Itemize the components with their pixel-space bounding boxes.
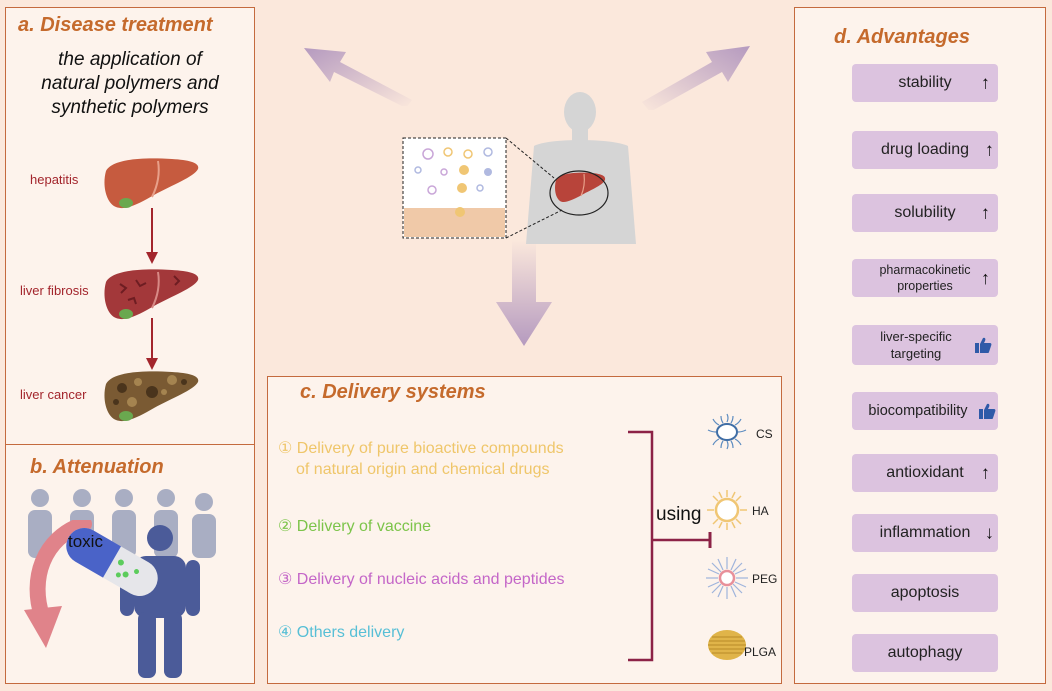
curved-arrow-icon (24, 520, 92, 648)
arrow-up-left-icon (304, 48, 412, 106)
increase-arrow: ↑ (981, 462, 990, 483)
advantage-antioxidant: antioxidant ↑ (852, 454, 998, 492)
capsule-icon (66, 528, 158, 596)
advantage-inflammation: inflammation ↓ (852, 514, 998, 552)
stage-label-hepatitis: hepatitis (30, 172, 79, 187)
panel-a-subtitle: the application of natural polymers and … (10, 48, 250, 120)
increase-arrow: ↑ (981, 202, 990, 223)
thumbs-up-icon (979, 403, 996, 419)
increase-arrow: ↑ (985, 139, 994, 160)
decrease-arrow: ↓ (985, 522, 994, 543)
advantage-label: liver-specific targeting (880, 328, 952, 362)
delivery-number-4: ④ (278, 624, 293, 641)
advantage-solubility: solubility ↑ (852, 194, 998, 232)
cs-micelle-icon (707, 413, 747, 450)
panel-a-title: a. Disease treatment (18, 14, 213, 36)
panel-c-title: c. Delivery systems (300, 381, 486, 403)
peg-micelle-icon (706, 557, 748, 599)
increase-arrow: ↑ (981, 268, 990, 288)
advantage-drug-loading: drug loading ↑ (852, 131, 998, 169)
delivery-number-1: ① (278, 440, 293, 457)
advantage-stability: stability ↑ (852, 64, 998, 102)
advantage-autophagy: autophagy (852, 634, 998, 672)
carrier-label-peg: PEG (752, 572, 778, 586)
capsule-label: toxic (68, 532, 103, 551)
advantage-label: stability (898, 74, 952, 91)
advantage-liver-targeting: liver-specific targeting (852, 325, 998, 365)
liver-icon (555, 172, 606, 203)
increase-arrow: ↑ (981, 72, 990, 93)
advantage-label: apoptosis (890, 584, 960, 601)
subtitle-line: the application of (58, 49, 202, 70)
subtitle-line: synthetic polymers (51, 97, 209, 118)
delivery-text-1b: of natural origin and chemical drugs (296, 461, 550, 478)
advantage-apoptosis: apoptosis (852, 574, 998, 612)
advantage-label: autophagy (887, 644, 963, 661)
advantage-label: solubility (894, 204, 956, 221)
plga-nanoparticle-icon (708, 630, 746, 660)
delivery-item-2: ② Delivery of vaccine (278, 516, 431, 537)
panel-b-title: b. Attenuation (30, 456, 164, 478)
healthy-liver-icon (104, 158, 199, 209)
panel-d-title: d. Advantages (834, 26, 970, 48)
advantage-label: biocompatibility (868, 403, 968, 419)
advantage-label-line: targeting (890, 346, 942, 361)
delivery-text-4: Others delivery (296, 624, 405, 641)
zoom-inset-icon (402, 137, 609, 239)
advantage-pharmacokinetic: pharmacokinetic properties ↑ (852, 259, 998, 297)
advantage-label-line: liver-specific (880, 329, 952, 344)
fibrotic-liver-icon (104, 269, 199, 320)
stage-label-liver-cancer: liver cancer (20, 387, 87, 402)
advantage-label: pharmacokinetic properties (879, 262, 970, 294)
advantage-label: antioxidant (886, 464, 964, 481)
carrier-label-cs: CS (756, 427, 773, 441)
advantage-label: inflammation (879, 524, 971, 541)
panel-c-frame (267, 376, 782, 684)
down-arrow-1 (146, 208, 158, 264)
subtitle-line: natural polymers and (41, 73, 219, 94)
panel-a-frame (5, 7, 255, 445)
carrier-label-plga: PLGA (744, 645, 777, 659)
delivery-number-2: ② (278, 518, 293, 535)
carrier-label-ha: HA (752, 504, 769, 518)
down-arrow-2 (146, 318, 158, 370)
delivery-text-3: Delivery of nucleic acids and peptides (296, 571, 565, 588)
advantage-label: drug loading (880, 141, 970, 158)
arrow-down-icon (496, 240, 552, 346)
delivery-item-3: ③ Delivery of nucleic acids and peptides (278, 569, 565, 590)
ha-micelle-icon (707, 490, 747, 530)
delivery-item-1: ① Delivery of pure bioactive compounds o… (278, 438, 564, 480)
delivery-text-2: Delivery of vaccine (296, 518, 432, 535)
using-label: using (656, 504, 702, 525)
delivery-item-4: ④ Others delivery (278, 622, 404, 643)
arrow-up-right-icon (642, 46, 750, 110)
thumbs-up-icon (975, 337, 992, 353)
stage-label-liver-fibrosis: liver fibrosis (20, 283, 89, 298)
cancerous-liver-icon (104, 371, 199, 422)
bracket-icon (628, 430, 712, 662)
advantage-biocompatibility: biocompatibility (852, 392, 998, 430)
advantage-label-line: properties (897, 279, 953, 293)
delivery-text-1a: Delivery of pure bioactive compounds (296, 440, 564, 457)
delivery-number-3: ③ (278, 571, 293, 588)
people-group-icon (28, 489, 216, 558)
advantage-label-line: pharmacokinetic (879, 263, 971, 277)
